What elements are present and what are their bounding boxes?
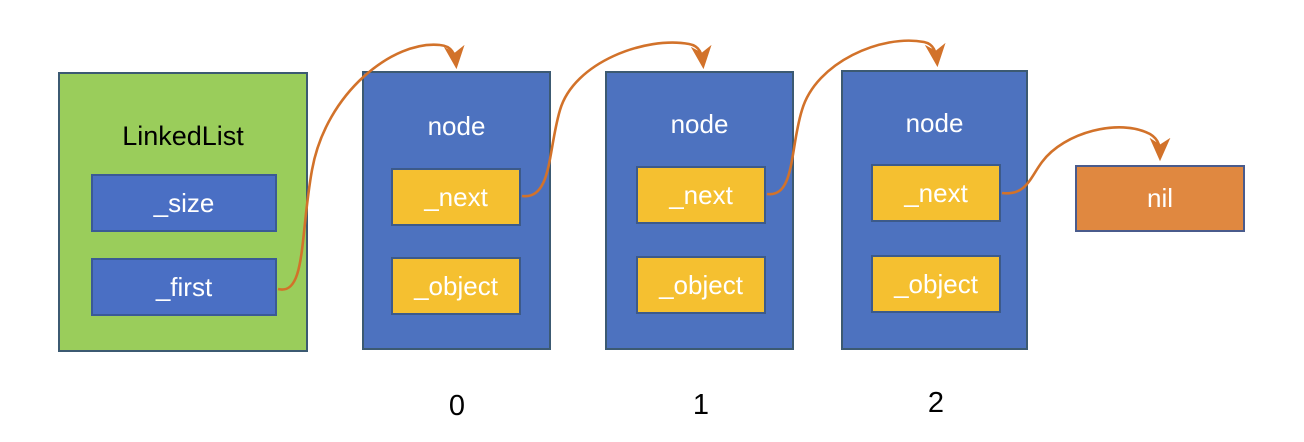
linkedlist-field-size[interactable] [91, 174, 277, 232]
linkedlist-field-first-label: _first [155, 271, 213, 302]
node-index-label-1: 1 [692, 388, 710, 421]
node-index-label-0: 0 [448, 389, 466, 422]
linkedlist-field-size-label: _size [153, 187, 215, 218]
linkedlist-field-first[interactable] [91, 258, 277, 316]
node-1-field-next-label: _next [669, 179, 733, 210]
node-1-field-object-label: _object [659, 269, 743, 300]
node-index-label-2: 2 [927, 386, 945, 419]
nil-label: nil [1146, 183, 1173, 213]
node-0-field-next-label: _next [424, 181, 488, 212]
node-title-0: node [427, 110, 486, 141]
node-0-field-object-label: _object [414, 270, 498, 301]
linkedlist-title: LinkedList [122, 120, 244, 151]
node-2-field-next-label: _next [904, 177, 968, 208]
node-1-field-object[interactable] [636, 256, 766, 314]
node-2-field-object-label: _object [894, 268, 978, 299]
node-title-1: node [670, 108, 729, 139]
node-title-2: node [905, 107, 964, 138]
node-2-field-object[interactable] [871, 255, 1001, 313]
